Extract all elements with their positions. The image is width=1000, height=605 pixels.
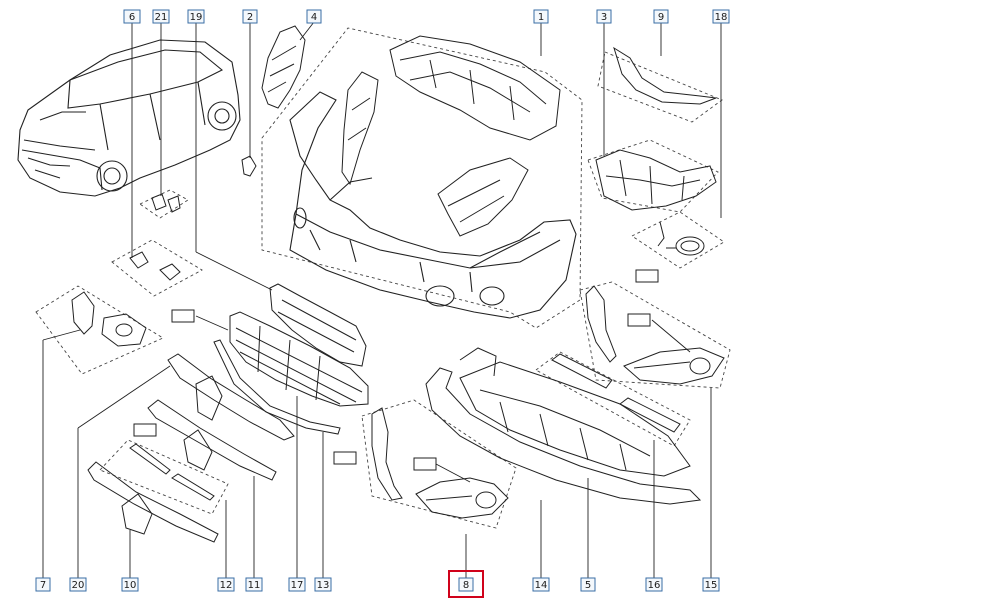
label-text-1: 1 xyxy=(538,12,544,23)
note-boxes xyxy=(133,269,659,471)
label-callout-14: 14 xyxy=(532,577,550,592)
group-outline-bumper xyxy=(261,27,583,329)
part-5-undertray xyxy=(459,347,691,477)
part-15-fog-bezel-right xyxy=(585,285,725,385)
part-16-strip xyxy=(551,353,681,433)
label-callout-8-highlighted[interactable]: 8 xyxy=(448,570,484,598)
label-callout-3: 3 xyxy=(596,9,612,24)
label-callout-21: 21 xyxy=(152,9,170,24)
group-outline-15 xyxy=(579,281,731,389)
label-text-2: 2 xyxy=(247,12,253,23)
label-callout-11: 11 xyxy=(245,577,263,592)
label-text-9: 9 xyxy=(658,12,664,23)
label-callout-5: 5 xyxy=(580,577,596,592)
group-outline-16 xyxy=(535,351,691,447)
label-text-8: 8 xyxy=(463,580,469,591)
label-text-18: 18 xyxy=(715,12,728,23)
label-callout-9: 9 xyxy=(653,9,669,24)
group-outline-fog-left xyxy=(35,285,164,375)
label-text-17: 17 xyxy=(291,580,304,591)
part-8-fog-bezel xyxy=(371,407,509,519)
label-text-12: 12 xyxy=(220,580,233,591)
label-callout-6: 6 xyxy=(123,9,141,24)
front-bumper xyxy=(289,91,577,319)
group-outline-9 xyxy=(597,51,723,123)
label-callout-10: 10 xyxy=(121,577,139,592)
part-14-lip xyxy=(425,367,702,505)
part-20-surround xyxy=(167,353,295,441)
part-18-ring xyxy=(657,221,705,256)
group-outline-clips-6 xyxy=(111,239,203,297)
group-outline-18 xyxy=(631,211,725,269)
highlight-frame xyxy=(448,570,484,598)
label-text-4: 4 xyxy=(311,12,317,23)
label-text-20: 20 xyxy=(72,580,85,591)
label-callout-12: 12 xyxy=(217,577,235,592)
label-callout-18: 18 xyxy=(712,9,730,24)
label-text-5: 5 xyxy=(585,580,591,591)
label-text-13: 13 xyxy=(317,580,330,591)
group-outline-clips-21 xyxy=(139,189,189,219)
part-2-clip xyxy=(241,155,257,177)
label-callout-15: 15 xyxy=(702,577,720,592)
part-10-surround xyxy=(87,461,219,543)
clips-6 xyxy=(129,251,181,281)
label-text-11: 11 xyxy=(248,580,261,591)
group-outline-3 xyxy=(587,139,719,213)
group-outline-12 xyxy=(99,439,229,515)
label-callout-4: 4 xyxy=(306,9,322,24)
clips-21 xyxy=(151,193,181,213)
label-text-19: 19 xyxy=(190,12,203,23)
label-callout-2: 2 xyxy=(242,9,258,24)
label-callout-19: 19 xyxy=(187,9,205,24)
part-4-bracket xyxy=(261,25,306,109)
label-text-15: 15 xyxy=(705,580,718,591)
part-17-grille-lower xyxy=(229,311,369,407)
part-9-strip xyxy=(613,46,717,105)
part-12-strips xyxy=(129,443,215,501)
label-text-3: 3 xyxy=(601,12,607,23)
part-3-bracket xyxy=(595,149,717,211)
car-illustration xyxy=(17,39,241,197)
label-callout-17: 17 xyxy=(288,577,306,592)
leader-lines xyxy=(42,21,722,578)
part-19-grille-upper xyxy=(269,283,367,367)
label-text-16: 16 xyxy=(648,580,661,591)
label-callout-13: 13 xyxy=(314,577,332,592)
label-callout-20: 20 xyxy=(69,577,87,592)
label-text-6: 6 xyxy=(129,12,135,23)
label-text-14: 14 xyxy=(535,580,548,591)
label-callout-7: 7 xyxy=(35,577,51,592)
label-callout-16: 16 xyxy=(645,577,663,592)
label-text-21: 21 xyxy=(155,12,168,23)
part-7-bracket xyxy=(71,291,147,347)
part-11-surround xyxy=(147,399,277,481)
label-text-7: 7 xyxy=(40,580,46,591)
dashed-group-outlines xyxy=(35,27,731,529)
label-callout-1: 1 xyxy=(533,9,549,24)
label-text-10: 10 xyxy=(124,580,137,591)
part-13-strip xyxy=(213,339,341,435)
part-1-absorber xyxy=(341,35,561,237)
